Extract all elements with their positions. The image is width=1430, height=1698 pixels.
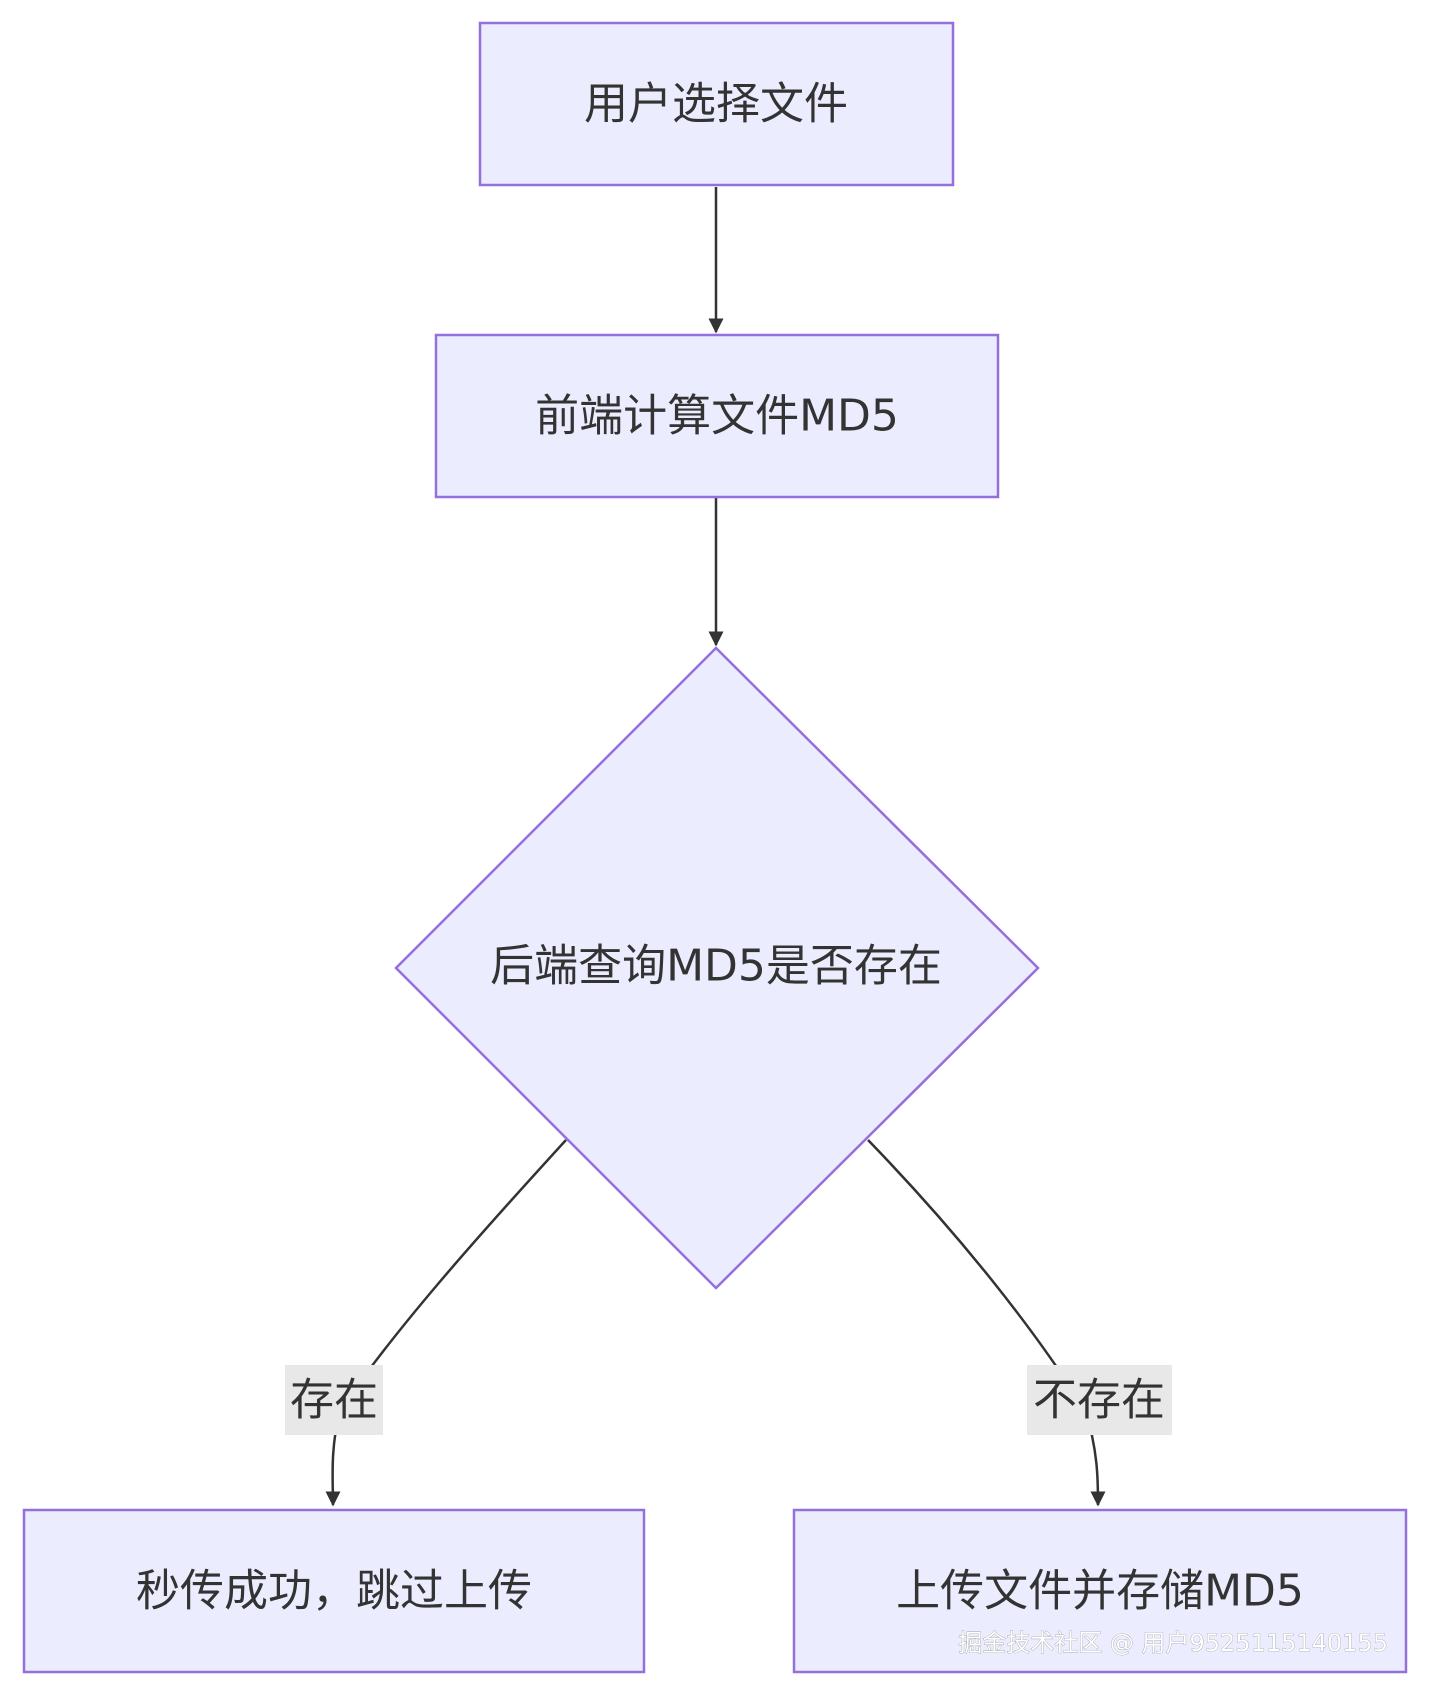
node-upload-store-text: 上传文件并存储MD5 [896,1566,1304,1617]
edge-check-to-instant [325,1139,567,1507]
node-instant-upload-text: 秒传成功，跳过上传 [136,1566,532,1617]
edge-label-not-exists-text: 不存在 [1033,1375,1165,1426]
node-instant-upload: 秒传成功，跳过上传 [22,1508,646,1674]
node-check-md5-text: 后端查询MD5是否存在 [490,941,942,992]
edge-label-exists-text: 存在 [290,1375,378,1426]
node-compute-md5-text: 前端计算文件MD5 [535,391,899,442]
node-select-file-text: 用户选择文件 [584,79,848,130]
node-upload-store: 上传文件并存储MD5 [792,1508,1408,1674]
node-select-file: 用户选择文件 [478,21,955,187]
node-check-md5: 后端查询MD5是否存在 [394,646,1040,1290]
edge-label-not-exists: 不存在 [1027,1365,1172,1435]
edge-check-to-upload [867,1139,1106,1507]
node-compute-md5: 前端计算文件MD5 [434,333,1000,499]
edge-label-exists: 存在 [285,1365,383,1435]
watermark: 掘金技术社区 @ 用户9525115140155 [958,1629,1388,1657]
